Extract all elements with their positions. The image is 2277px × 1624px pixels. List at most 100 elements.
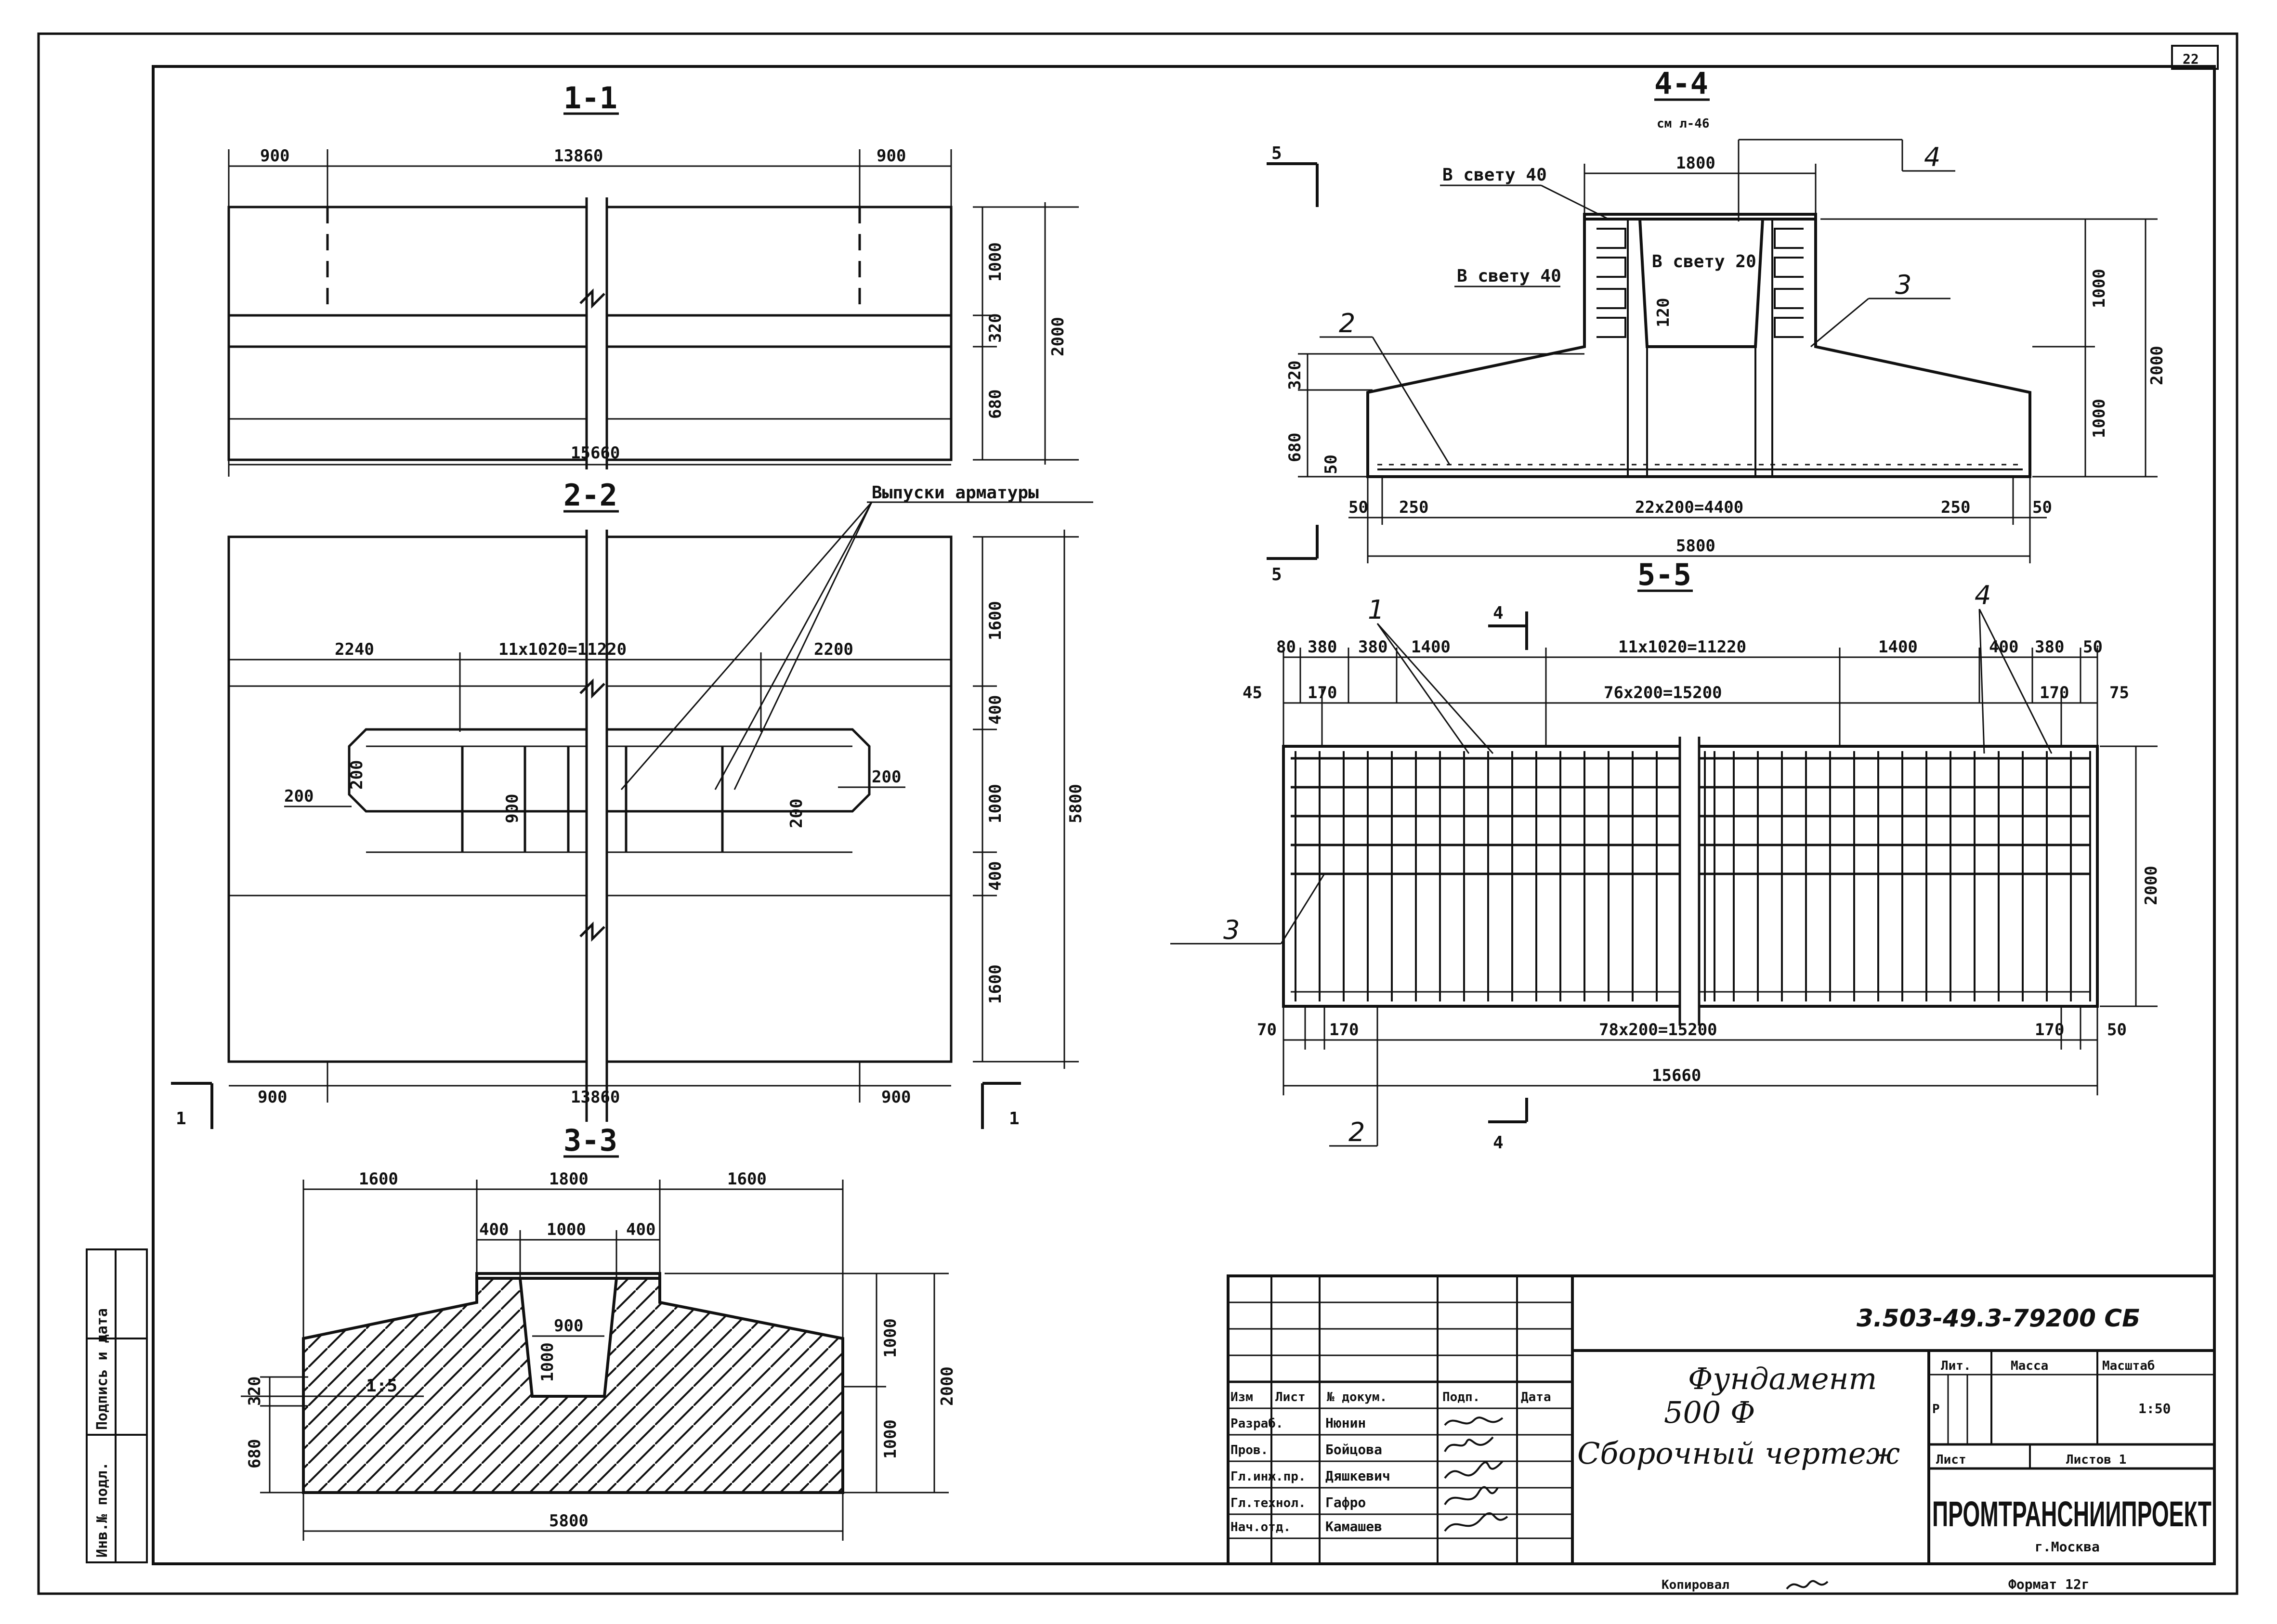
s11-dim-v3: 680: [986, 390, 1005, 419]
s55-callout-2: 2: [1348, 1117, 1365, 1147]
section-1-1: 1-1 900 13860 900 15660 1000 320 680 2: [227, 80, 1079, 477]
s22-dim-mid: 11x1020=11220: [498, 640, 627, 659]
s44-dim-l3: 50: [1322, 455, 1341, 474]
s55-dim-t4: 1400: [1411, 637, 1451, 657]
tb-header-date: Дата: [1521, 1390, 1551, 1404]
s55-dim-t3: 380: [1358, 637, 1387, 657]
s33-dim-t1: 1600: [359, 1169, 398, 1189]
tb-copied: Копировал: [1662, 1578, 1729, 1592]
s22-dim-ped-h: 900: [503, 794, 522, 823]
section-4-4: 4-4 см л-46 В свету 40 В свету 40 В свет…: [1267, 66, 2167, 585]
tb-org: ПРОМТРАНСНИИПРОЕКТ: [1932, 1494, 2212, 1534]
s33-dim-t3: 1600: [727, 1169, 767, 1189]
tb-code: 3.503-49.3-79200 СБ: [1857, 1304, 2140, 1332]
s33-dim-btotal: 5800: [549, 1511, 589, 1531]
section-2-2: 2-2 Выпуски арматуры 2240 11x1020=11220 …: [171, 478, 1093, 1129]
s22-dim-v4: 400: [986, 861, 1005, 891]
tb-lit-value: Р: [1932, 1402, 1940, 1416]
s22-dim-chamfer-l: 200: [284, 787, 314, 806]
s44-dim-r1: 1000: [2090, 269, 2109, 308]
s22-dim-vtotal: 5800: [1066, 784, 1086, 823]
s22-dim-v3: 1000: [986, 784, 1005, 823]
s33-dim-m2: 1000: [547, 1220, 586, 1239]
s55-dim-r2-3: 76x200=15200: [1604, 683, 1722, 702]
s55-dim-t9: 50: [2083, 637, 2103, 657]
s55-mesh-vertical: [1295, 751, 2091, 1001]
tb-role-1: Разраб.: [1230, 1416, 1283, 1431]
tb-scale-value: 1:50: [2138, 1401, 2171, 1416]
s44-dim-btotal: 5800: [1676, 536, 1715, 556]
s22-dim-b1: 900: [258, 1088, 287, 1107]
s44-dim-b4: 250: [1941, 498, 1970, 517]
rebar-label: Выпуски арматуры: [872, 483, 1039, 503]
s11-dim-mid: 13860: [554, 146, 603, 166]
s11-dim-left: 900: [260, 146, 289, 166]
s33-dim-r2: 1000: [881, 1419, 900, 1459]
s44-dim-top: 1800: [1676, 154, 1715, 173]
s22-dim-v5: 1600: [986, 964, 1005, 1004]
tb-city: г.Москва: [2035, 1539, 2100, 1555]
section-4-4-title: 4-4: [1654, 66, 1708, 101]
s44-dim-b2: 250: [1399, 498, 1428, 517]
s33-dim-m3: 400: [626, 1220, 655, 1239]
s55-dim-b5: 50: [2107, 1020, 2127, 1039]
tb-header-izm: Изм: [1230, 1390, 1253, 1404]
s55-marker-top: 4: [1493, 603, 1504, 623]
tb-title-1: Фундамент: [1688, 1361, 1877, 1396]
s44-dim-b1: 50: [1348, 498, 1368, 517]
s44-dim-rtotal: 2000: [2147, 346, 2167, 385]
s55-dim-r2-5: 75: [2109, 683, 2129, 702]
tb-header-sign: Подп.: [1442, 1390, 1480, 1404]
s55-dim-t2: 380: [1308, 637, 1337, 657]
tb-title-2: 500 Ф: [1664, 1395, 1755, 1430]
s44-callout-2: 2: [1339, 308, 1355, 338]
s22-dim-right: 2200: [814, 640, 853, 659]
tb-name-4: Гафро: [1325, 1494, 1366, 1510]
s55-dim-b2: 170: [1329, 1020, 1359, 1039]
s33-slope: 1:5: [366, 1376, 397, 1396]
frame-outer: [37, 32, 2238, 1595]
s44-label-clear2: В свету 40: [1457, 266, 1561, 286]
s55-dim-b4: 170: [2035, 1020, 2064, 1039]
s11-dim-vtotal: 2000: [1048, 317, 1068, 356]
section-3-3-title: 3-3: [563, 1123, 617, 1158]
s33-dim-r1: 1000: [881, 1318, 900, 1358]
section-3-3: 3-3 1600 1800 1600 400 1000 400 900 1000…: [241, 1123, 957, 1541]
title-block: Изм Лист № докум. Подп. Дата Разраб. Нюн…: [1227, 1274, 2216, 1592]
tb-role-3: Гл.инж.пр.: [1230, 1469, 1306, 1484]
s55-callout-4: 4: [1975, 580, 1991, 611]
s55-dim-b1: 70: [1257, 1020, 1277, 1039]
tb-title-3: Сборочный чертеж: [1577, 1436, 1900, 1471]
s22-dim-b2: 13860: [571, 1088, 620, 1107]
s33-dim-t2: 1800: [549, 1169, 589, 1189]
s44-callout-3: 3: [1895, 270, 1911, 300]
s44-marker-top: 5: [1271, 143, 1282, 163]
tb-mass-label: Масса: [2011, 1359, 2048, 1373]
s55-dim-t8: 380: [2035, 637, 2064, 657]
frame-inner: [152, 65, 2216, 1565]
side-stamp: Инв.№ подл. Подпись и дата: [86, 1248, 148, 1563]
tb-sheet-label: Лист: [1936, 1453, 1966, 1467]
s44-dim-l1: 320: [1285, 361, 1305, 390]
copied-signature: [1786, 1580, 1829, 1590]
s55-dim-right: 2000: [2142, 866, 2161, 905]
s33-dim-m1: 400: [479, 1220, 509, 1239]
side-stamp-inv: Инв.№ подл.: [94, 1462, 111, 1558]
s33-dim-rtotal: 2000: [938, 1366, 957, 1406]
s55-dim-t6: 1400: [1878, 637, 1918, 657]
s33-dim-l1: 320: [245, 1377, 264, 1406]
tb-header-list: Лист: [1275, 1390, 1306, 1404]
s44-label-clear3: В свету 20: [1652, 252, 1756, 272]
side-stamp-sign: Подпись и дата: [94, 1308, 111, 1430]
s44-marker-bottom: 5: [1271, 565, 1282, 585]
sheet-number-box: [2171, 45, 2219, 70]
s44-callout-4: 4: [1924, 142, 1940, 172]
s11-dim-right: 900: [877, 146, 906, 166]
section-5-5-title: 5-5: [1637, 557, 1691, 592]
s44-label-clear1: В свету 40: [1442, 165, 1547, 185]
tb-format: Формат 12г: [2008, 1576, 2090, 1592]
s55-callout-3: 3: [1223, 915, 1240, 945]
s22-dim-v1: 1600: [986, 601, 1005, 640]
s44-dim-b3: 22x200=4400: [1635, 498, 1743, 517]
